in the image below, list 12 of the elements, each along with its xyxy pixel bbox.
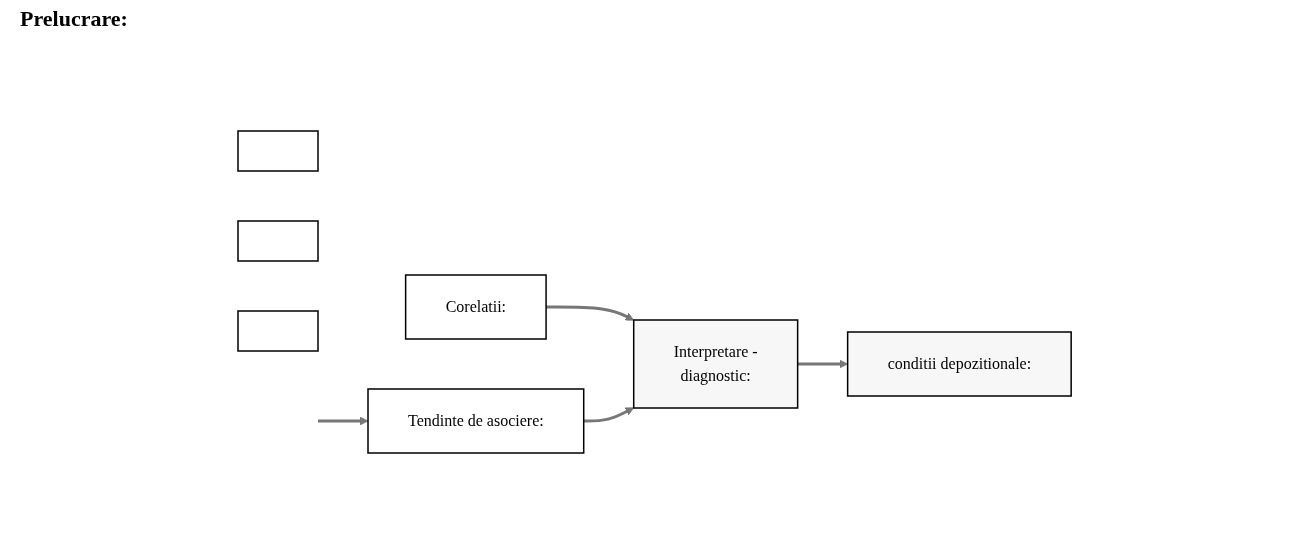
node-box: Interpretare - diagnostic:: [633, 319, 799, 409]
arrow: [798, 359, 849, 369]
arrow: [584, 407, 635, 423]
node-box: Corelatii:: [405, 274, 548, 340]
node-box: Tendinte de asociere:: [367, 388, 585, 454]
node-box: conditii depozitionale:: [847, 331, 1073, 397]
arrow: [546, 305, 635, 321]
node-box: [237, 310, 320, 352]
arrow: [318, 416, 369, 426]
node-box: [237, 220, 320, 262]
section-heading: Prelucrare:: [20, 6, 129, 32]
node-box: [237, 130, 320, 172]
